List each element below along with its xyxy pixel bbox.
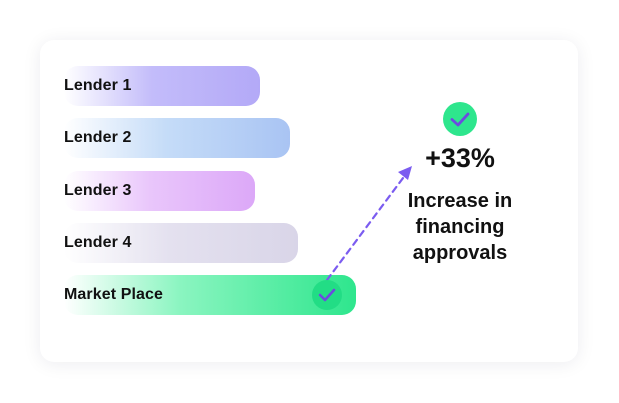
stat-value: +33% <box>425 143 495 173</box>
lender-1-bar: Lender 1 <box>64 66 260 106</box>
stat-description-line-1: Increase in <box>407 190 513 212</box>
lender-2-bar: Lender 2 <box>64 118 290 158</box>
stat-description-line-3: approvals <box>412 242 508 264</box>
lender-3-label: Lender 3 <box>64 182 132 199</box>
lender-1-label: Lender 1 <box>64 77 132 94</box>
lender-4-bar: Lender 4 <box>64 223 298 263</box>
market-place-bar: Market Place <box>64 275 356 315</box>
stat-check-icon <box>443 102 477 136</box>
lender-2-label: Lender 2 <box>64 129 132 146</box>
comparison-card: Lender 1 Lender 2 Lender 3 Lender 4 Mark… <box>40 40 578 362</box>
lender-4-label: Lender 4 <box>64 234 132 251</box>
lender-3-bar: Lender 3 <box>64 171 255 211</box>
market-place-check-icon <box>312 280 342 310</box>
market-place-label: Market Place <box>64 286 164 303</box>
stat-description: Increase in financing approvals <box>380 188 540 266</box>
stat-description-line-2: financing <box>415 216 505 238</box>
